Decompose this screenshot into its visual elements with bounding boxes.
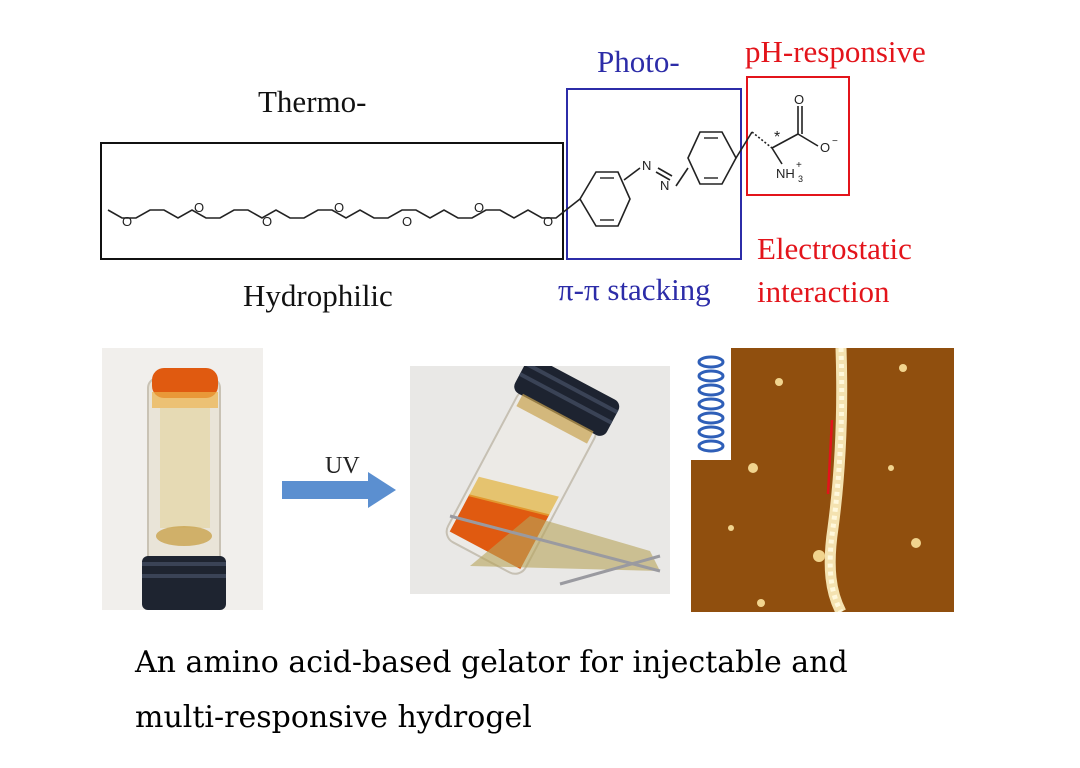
carboxylate-oxygen: O xyxy=(820,140,830,155)
uv-arrow-icon xyxy=(282,472,396,508)
oxygen-atom-5: O xyxy=(402,214,412,229)
oxygen-atom-6: O xyxy=(474,200,484,215)
uv-label: UV xyxy=(325,453,360,479)
ph-responsive-label: pH-responsive xyxy=(745,34,926,69)
oxygen-atom-7: O xyxy=(543,214,553,229)
amine-subscript: 3 xyxy=(798,174,803,184)
amine-group: NH xyxy=(776,166,795,181)
molecular-structure: O O O O O O O N N * O O − NH 3 + xyxy=(107,92,838,229)
caption-line-1: An amino acid-based gelator for injectab… xyxy=(135,645,848,680)
carbonyl-oxygen: O xyxy=(794,92,804,107)
ph-responsive-box xyxy=(746,76,850,196)
oxygen-atom-4: O xyxy=(334,200,344,215)
photo-label: Photo- xyxy=(597,44,680,79)
azo-nitrogen-2: N xyxy=(660,178,669,193)
stereo-center-mark: * xyxy=(774,129,780,146)
hydrophilic-label: Hydrophilic xyxy=(243,278,393,313)
electrostatic-label-line1: Electrostatic xyxy=(757,231,912,266)
afm-fiber-image xyxy=(691,348,954,612)
pi-stacking-label: π-π stacking xyxy=(558,272,711,307)
electrostatic-label-line2: interaction xyxy=(757,274,890,309)
oxygen-atom-3: O xyxy=(262,214,272,229)
oxygen-atom-2: O xyxy=(194,200,204,215)
oxygen-atom-1: O xyxy=(122,214,132,229)
amine-charge: + xyxy=(796,160,802,171)
thermo-hydrophilic-box xyxy=(100,142,564,260)
vial-tilted-photo xyxy=(410,366,670,594)
helix-icon xyxy=(691,348,731,460)
vial-upright-photo xyxy=(102,348,263,610)
caption-line-2: multi-responsive hydrogel xyxy=(135,700,532,735)
carboxylate-charge: − xyxy=(832,136,838,147)
thermo-label: Thermo- xyxy=(258,84,367,119)
photo-box xyxy=(566,88,742,260)
azo-nitrogen-1: N xyxy=(642,158,651,173)
